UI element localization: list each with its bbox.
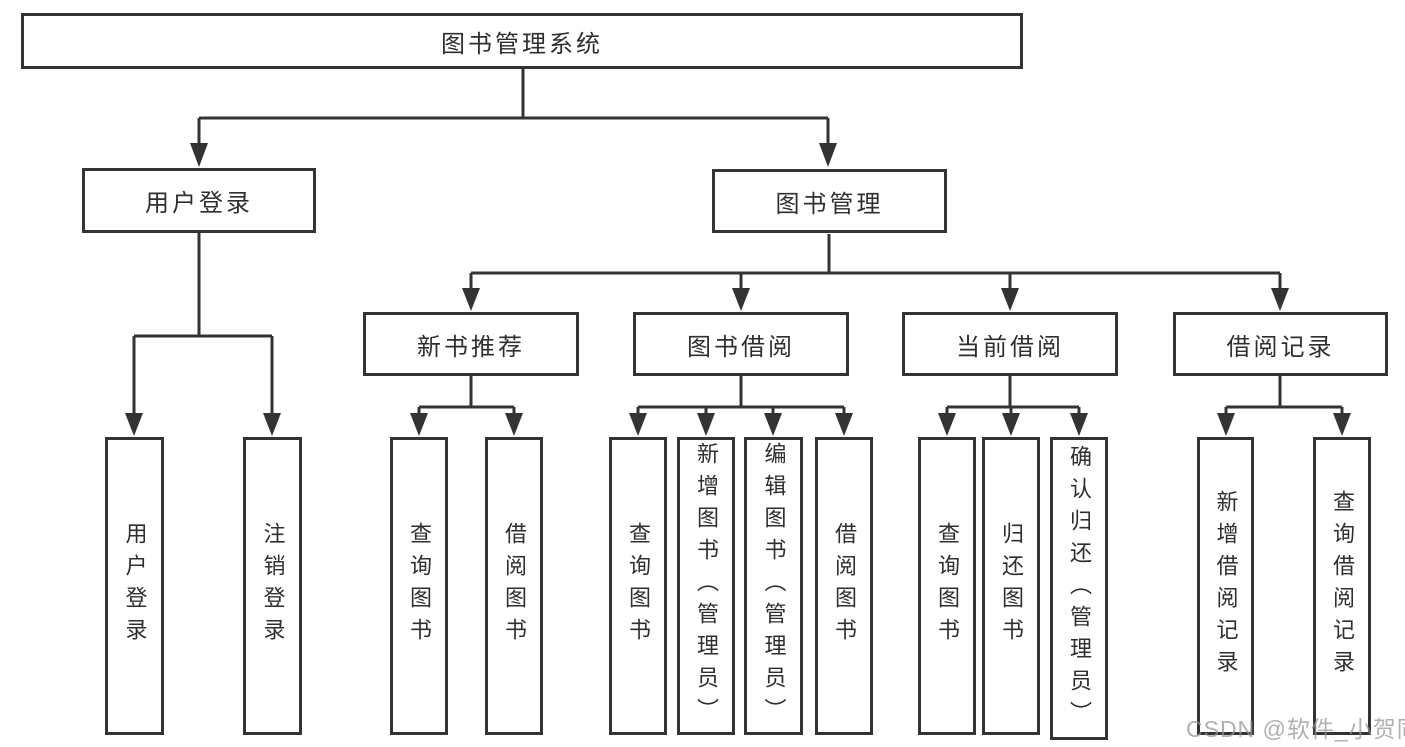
node-label: 借阅记录 — [1226, 333, 1335, 361]
leaf-query-books-current: 查询图书 — [918, 437, 976, 735]
arrow-down-icon — [1001, 288, 1019, 311]
arrow-down-icon — [125, 413, 143, 436]
arrow-down-icon — [505, 413, 523, 436]
leaf-user-login: 用户登录 — [105, 437, 164, 735]
node-label: 查询图书 — [935, 522, 960, 650]
leaf-return-books: 归还图书 — [982, 437, 1040, 735]
leaf-borrow-books-recommend: 借阅图书 — [485, 437, 543, 735]
node-label: 当前借阅 — [956, 333, 1064, 361]
node-label: 查询图书 — [407, 522, 432, 650]
arrow-down-icon — [1271, 288, 1289, 311]
arrow-down-icon — [190, 143, 208, 167]
arrow-down-icon — [835, 413, 853, 436]
node-label: 确认归还（管理员） — [1067, 444, 1092, 733]
connector-bookborrow-to-leaves — [636, 376, 846, 414]
connector-borrowrecord-to-leaves — [1224, 376, 1344, 414]
arrow-down-icon — [938, 413, 956, 436]
arrow-down-icon — [462, 288, 480, 311]
connector-currentborrow-to-leaves — [945, 376, 1081, 414]
node-borrow-records: 借阅记录 — [1173, 312, 1388, 376]
node-book-management: 图书管理 — [712, 169, 947, 233]
csdn-watermark: CSDN @软件_小贺同学 — [1186, 716, 1405, 742]
node-label: 查询图书 — [626, 522, 651, 650]
arrow-down-icon — [263, 413, 281, 436]
node-label: 借阅图书 — [832, 522, 857, 650]
node-label: 查询借阅记录 — [1330, 490, 1355, 682]
node-label: 新增借阅记录 — [1213, 490, 1239, 682]
leaf-confirm-return-admin: 确认归还（管理员） — [1050, 437, 1108, 740]
leaf-query-books-borrow: 查询图书 — [609, 437, 667, 735]
arrow-down-icon — [732, 288, 750, 311]
arrow-down-icon — [1217, 413, 1235, 436]
node-label: 注销登录 — [260, 522, 286, 650]
arrow-down-icon — [819, 143, 837, 167]
connector-root-to-level2 — [197, 69, 830, 146]
node-label: 用户登录 — [145, 190, 253, 217]
leaf-edit-books-admin: 编辑图书（管理员） — [744, 437, 803, 735]
node-book-borrow: 图书借阅 — [633, 312, 849, 376]
arrow-down-icon — [1002, 413, 1020, 436]
node-label: 图书管理系统 — [441, 30, 603, 58]
leaf-logout-login: 注销登录 — [243, 437, 302, 735]
arrow-down-icon — [410, 413, 428, 436]
node-label: 编辑图书（管理员） — [761, 442, 787, 730]
node-current-borrow: 当前借阅 — [902, 312, 1118, 376]
arrow-down-icon — [629, 413, 647, 436]
arrow-down-icon — [764, 413, 782, 436]
leaf-query-books-recommend: 查询图书 — [390, 437, 448, 735]
node-root-system: 图书管理系统 — [21, 13, 1023, 69]
node-label: 新增图书（管理员） — [694, 442, 719, 730]
connector-userlogin-to-leaves — [132, 233, 274, 414]
node-new-book-recommend: 新书推荐 — [363, 312, 579, 376]
leaf-borrow-books: 借阅图书 — [815, 437, 873, 735]
leaf-query-borrow-record: 查询借阅记录 — [1313, 437, 1371, 735]
node-label: 用户登录 — [122, 522, 148, 650]
connector-bookmgmt-to-level3 — [469, 234, 1282, 290]
node-label: 图书管理 — [775, 190, 884, 218]
leaf-add-books-admin: 新增图书（管理员） — [677, 437, 735, 735]
arrow-down-icon — [697, 413, 715, 436]
node-label: 归还图书 — [999, 522, 1024, 650]
node-label: 图书借阅 — [687, 333, 795, 361]
arrow-down-icon — [1333, 413, 1351, 436]
connector-newbook-to-leaves — [417, 376, 516, 414]
leaf-add-borrow-record: 新增借阅记录 — [1197, 437, 1254, 735]
node-label: 新书推荐 — [417, 333, 525, 361]
node-user-login: 用户登录 — [82, 168, 316, 233]
arrow-down-icon — [1070, 413, 1088, 436]
node-label: 借阅图书 — [502, 522, 527, 650]
